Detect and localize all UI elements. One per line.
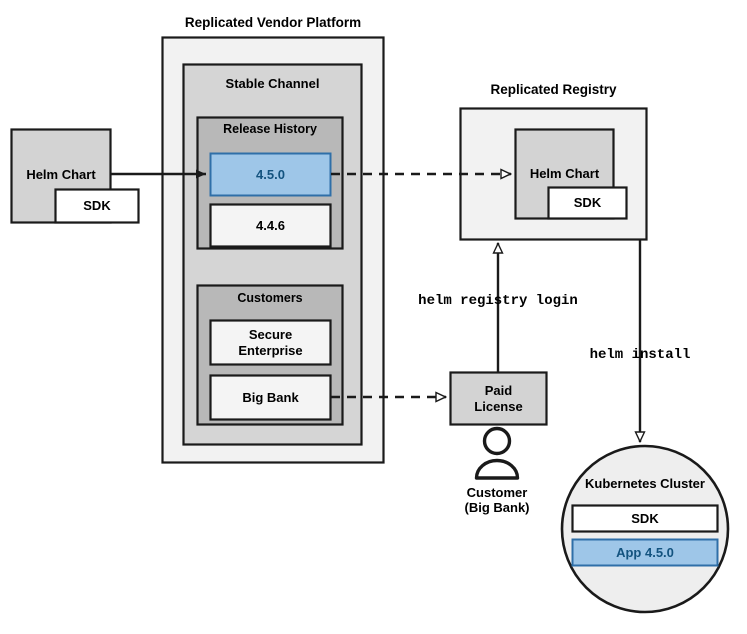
registry-sdk-box	[547, 186, 628, 220]
command-helm-install: helm install	[589, 347, 691, 363]
cluster-item-app	[571, 538, 719, 567]
release-box-highlighted	[209, 152, 332, 197]
cluster-item-sdk	[571, 504, 719, 533]
customer-box-secure-enterprise	[209, 319, 332, 366]
paid-license-box	[449, 371, 548, 426]
command-helm-registry-login: helm registry login	[418, 293, 578, 309]
release-box	[209, 203, 332, 248]
source-sdk-box	[54, 188, 140, 224]
person-icon	[474, 426, 520, 480]
customer-box-big-bank	[209, 374, 332, 421]
